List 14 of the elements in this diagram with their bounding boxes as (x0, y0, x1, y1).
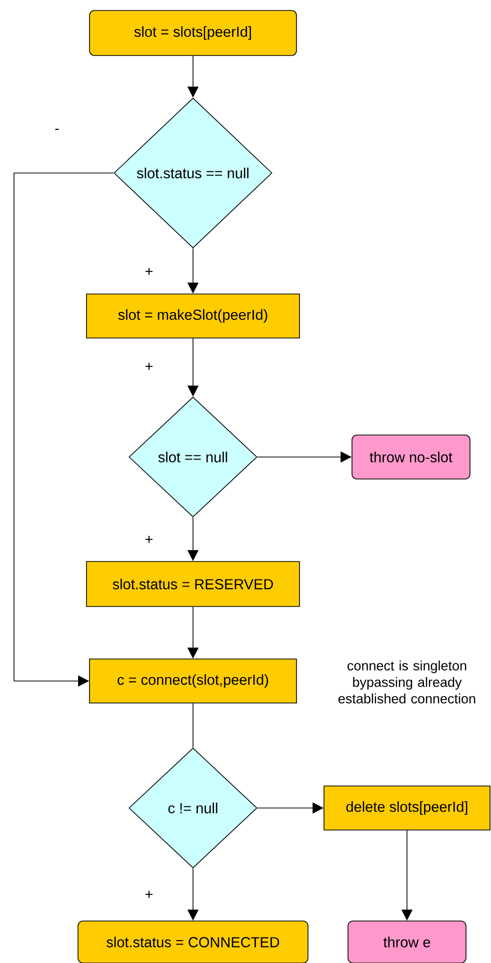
process-box: c = connect(slot,peerId) (89, 658, 297, 704)
process-box: slot = slots[peerId] (89, 10, 297, 56)
process-box: slot.status = RESERVED (86, 561, 300, 607)
error-box: throw no-slot (352, 434, 470, 480)
process-box: slot = makeSlot(peerId) (86, 294, 300, 338)
branch-label: + (145, 536, 153, 543)
process-box: delete slots[peerId] (324, 786, 490, 830)
branch-label: + (145, 268, 153, 275)
branch-label: + (145, 890, 153, 898)
branch-label: - (55, 128, 59, 130)
process-box: slot.status = CONNECTED (78, 920, 308, 963)
branch-label: + (145, 362, 153, 370)
error-box: throw e (348, 920, 466, 963)
note-text: connect is singleton bypassing already established connection (338, 660, 476, 704)
